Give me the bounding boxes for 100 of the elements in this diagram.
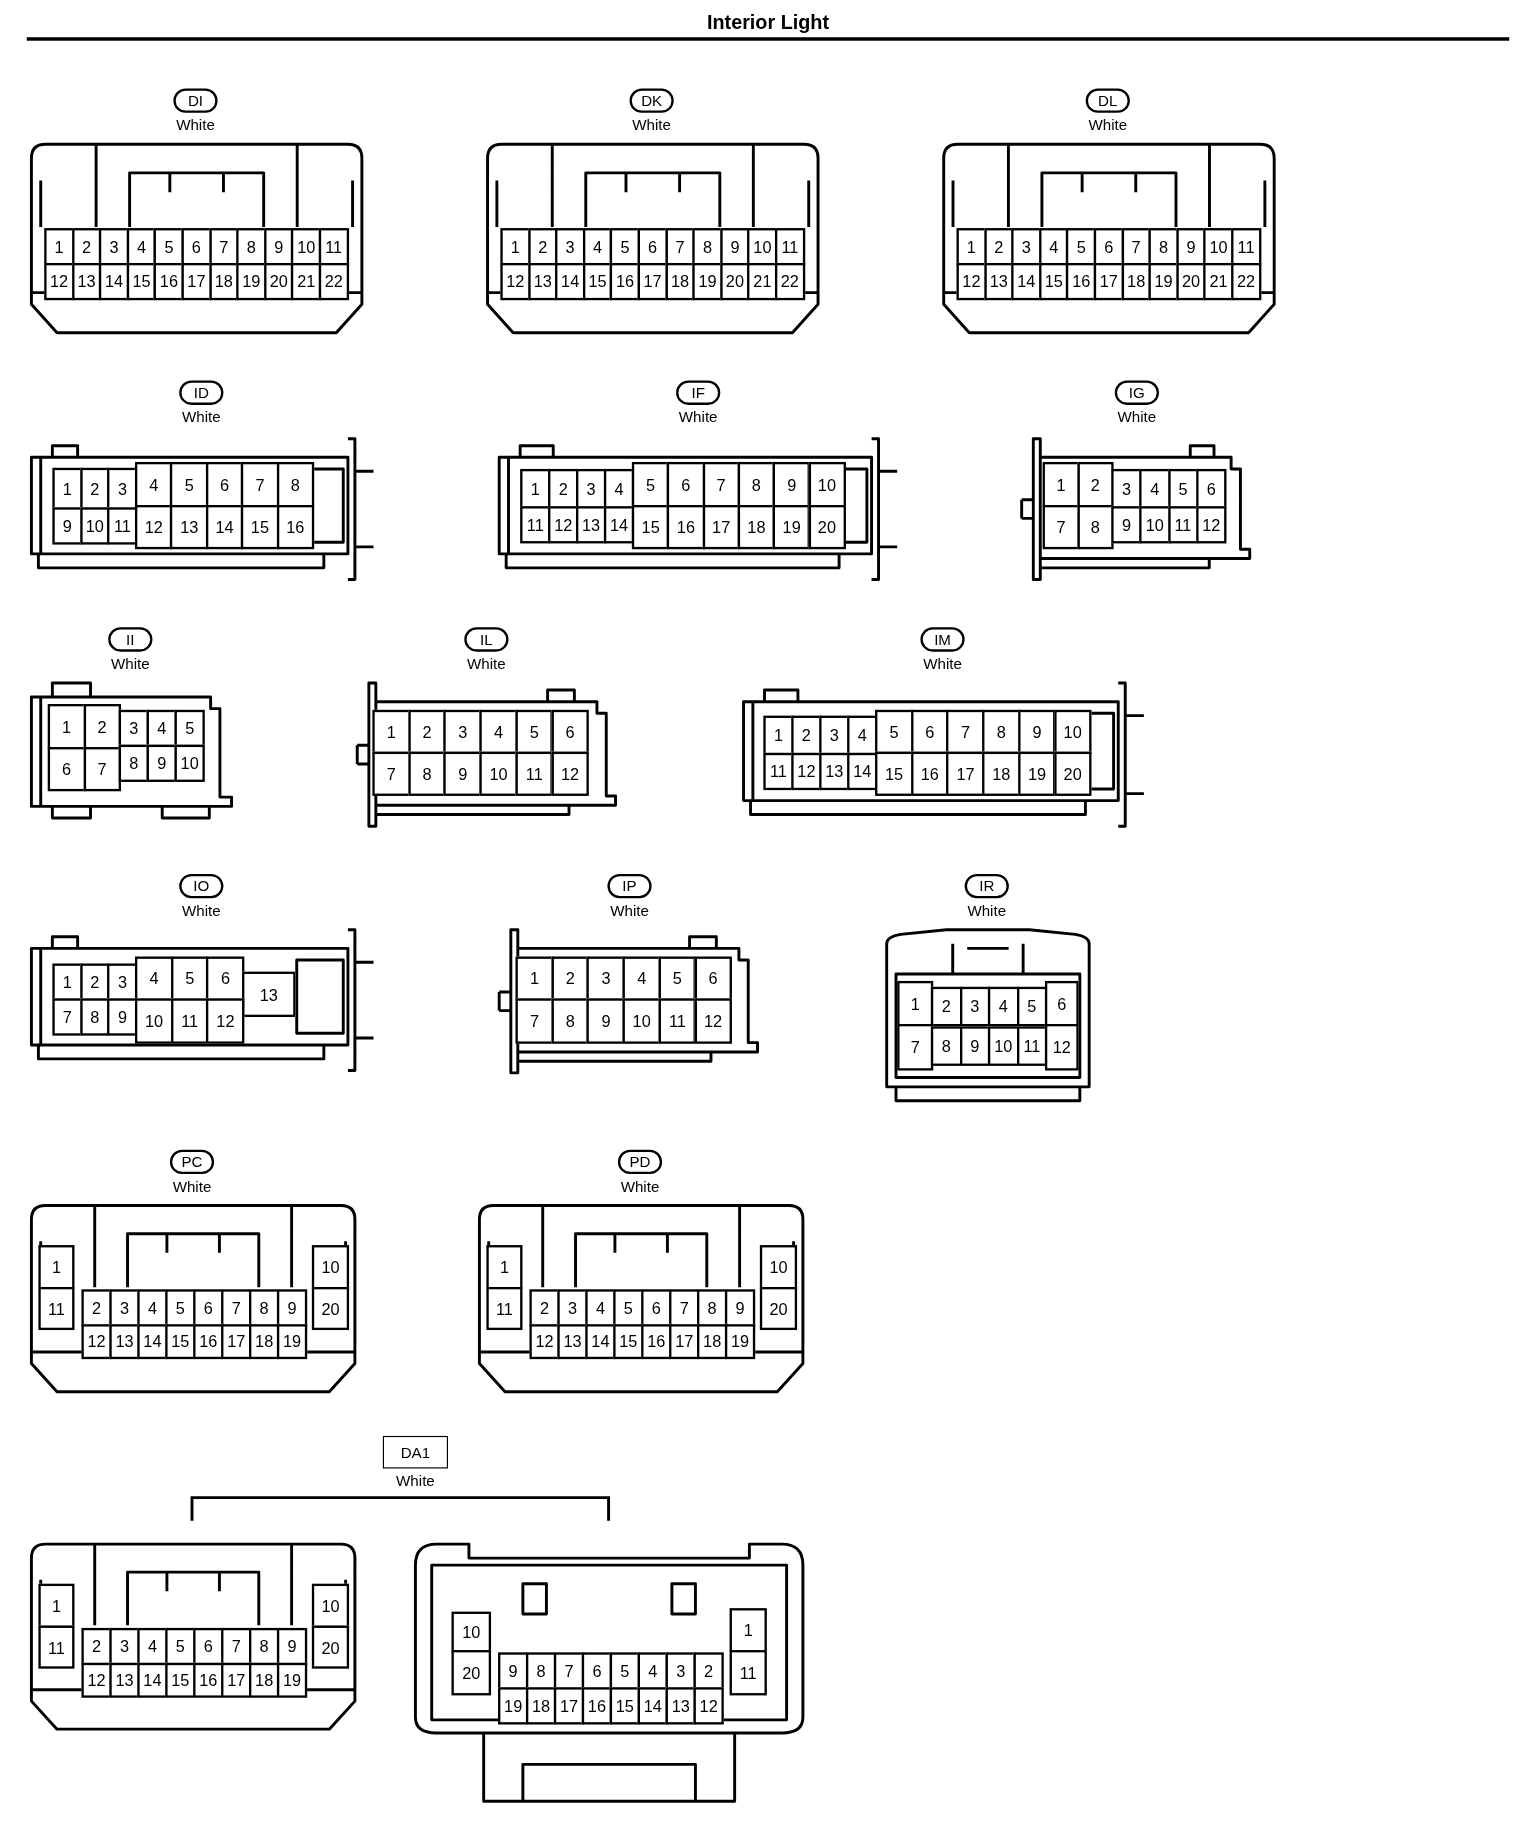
pin-number: 14 [637, 1687, 668, 1725]
pin-number: 20 [311, 1625, 350, 1669]
connector-code: DA1 [382, 1435, 448, 1469]
connector-code: DI [173, 88, 218, 113]
pin-number: 10 [135, 998, 173, 1044]
pin-number: 13 [527, 263, 558, 301]
pin-number: 10 [808, 461, 846, 508]
pin-number: 16 [193, 1324, 224, 1360]
pin-number: 22 [775, 263, 805, 301]
connector-code: IG [1114, 380, 1159, 405]
pin-number: 7 [897, 1024, 934, 1071]
pin-number: 17 [181, 263, 212, 301]
connector-code: IL [464, 627, 509, 652]
pin-number: 11 [729, 1650, 767, 1696]
connector-code: IP [607, 873, 652, 899]
pin-number: 12 [694, 998, 733, 1044]
pin-number: 1 [1042, 461, 1080, 508]
pin-number: 19 [1148, 263, 1179, 301]
pin-number: 10 [1139, 506, 1171, 544]
pin-number: 19 [276, 1662, 308, 1698]
pin-number: 12 [791, 752, 822, 791]
housing-color-text: White [467, 656, 506, 672]
pin-number: 9 [443, 751, 482, 796]
pin-number: 11 [520, 506, 551, 544]
connector-code: PC [169, 1149, 215, 1175]
connector-code: II [108, 627, 153, 652]
pin-number: 4 [585, 1289, 616, 1327]
housing-color-text: White [181, 409, 221, 425]
housing-color-text: White [620, 1178, 660, 1194]
pin-number: 20 [1053, 751, 1092, 796]
pin-number: 10 [479, 751, 518, 796]
pin-number: 3 [586, 956, 625, 1001]
pin-number: 20 [1176, 263, 1206, 301]
housing-color-text: White [632, 117, 671, 133]
pin-number: 17 [946, 751, 985, 796]
pin-number: 6 [47, 747, 86, 792]
pin-number: 7 [372, 751, 411, 796]
pin-number: 8 [276, 461, 315, 508]
pin-number: 13 [109, 1662, 140, 1698]
pin-number: 9 [586, 998, 625, 1044]
connector-code: IR [964, 873, 1009, 899]
pin-number: 6 [206, 956, 245, 1001]
pin-number: 5 [613, 1289, 644, 1327]
pin-number: 11 [658, 998, 697, 1044]
connector-code: DL [1085, 88, 1130, 113]
pin-number: 18 [982, 751, 1021, 796]
pin-number: 1 [47, 704, 86, 750]
pin-number: 1 [520, 468, 551, 509]
pin-number: 13 [665, 1687, 696, 1725]
pin-number: 17 [221, 1662, 252, 1698]
connector-code: PD [617, 1149, 663, 1175]
housing-color-text: White [1117, 409, 1157, 425]
pin-number: 8 [118, 744, 149, 782]
housing-color-text: White [610, 903, 649, 919]
pin-number: 19 [236, 263, 267, 301]
pin-number: 13 [109, 1324, 140, 1360]
pin-number: 13 [819, 752, 850, 791]
pin-number: 2 [83, 704, 121, 750]
pin-number: 2 [1076, 461, 1114, 508]
pin-number: 12 [529, 1324, 560, 1360]
pin-number: 4 [987, 986, 1019, 1027]
pin-number: 2 [930, 986, 962, 1027]
pin-number: 3 [109, 1289, 140, 1327]
pin-number: 1 [52, 467, 83, 510]
housing-color-text: White [172, 1178, 212, 1194]
pin-number: 20 [808, 505, 846, 550]
pin-number: 11 [763, 752, 794, 791]
pin-number: 18 [665, 263, 695, 301]
pin-number: 21 [1203, 263, 1234, 301]
pin-number: 7 [1042, 505, 1080, 550]
pin-number: 14 [137, 1324, 168, 1360]
pin-number: 9 [146, 744, 177, 782]
housing-color-text: White [396, 1473, 435, 1489]
pin-number: 7 [221, 1289, 252, 1327]
pin-number: 16 [667, 505, 705, 550]
pin-number: 8 [930, 1026, 962, 1066]
pin-number: 9 [1111, 506, 1142, 544]
pin-number: 12 [81, 1662, 112, 1698]
pin-number: 2 [79, 467, 110, 510]
pin-number: 19 [724, 1324, 756, 1360]
pin-number: 1 [729, 1608, 767, 1653]
housing-color-text: White [678, 409, 718, 425]
pin-number: 6 [641, 1289, 672, 1327]
pin-number: 14 [137, 1662, 168, 1698]
pin-number: 19 [692, 263, 723, 301]
pin-number: 10 [174, 744, 205, 782]
pin-number: 12 [206, 998, 245, 1044]
pin-number: 1 [515, 956, 554, 1001]
pin-number: 7 [515, 998, 554, 1044]
housing-color-text: White [176, 117, 215, 133]
pin-number: 9 [772, 461, 811, 508]
pin-number: 17 [669, 1324, 700, 1360]
pin-number: 14 [1011, 263, 1042, 301]
pin-number: 15 [165, 1662, 196, 1698]
connector-code: ID [179, 380, 224, 405]
pin-number: 3 [557, 1289, 588, 1327]
pin-number: 6 [193, 1289, 224, 1327]
pin-number: 14 [585, 1324, 616, 1360]
pin-number: 11 [486, 1287, 523, 1331]
pin-number: 17 [637, 263, 668, 301]
